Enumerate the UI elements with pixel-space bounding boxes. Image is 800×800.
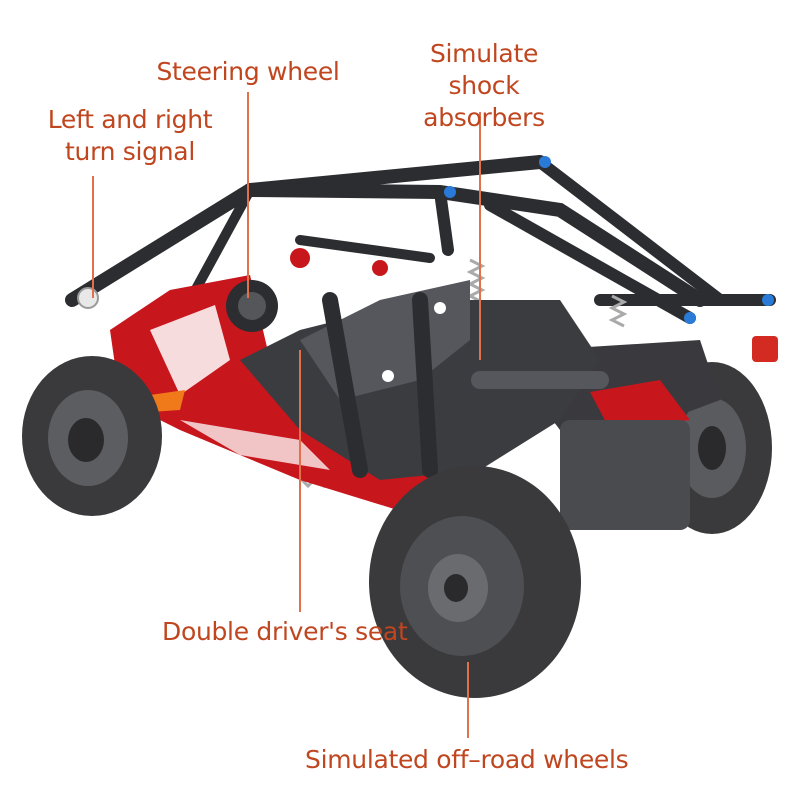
front-left-wheel xyxy=(22,356,162,516)
drivers-seat-label: Double driver's seat xyxy=(162,617,408,646)
callout-lines xyxy=(92,92,481,738)
buggy-body xyxy=(110,275,778,530)
shock-absorbers-label: Simulate shock absorbers xyxy=(423,39,545,132)
turn-signal-label: Left and right turn signal xyxy=(47,105,213,166)
offroad-wheels-label: Simulated off–road wheels xyxy=(305,745,629,774)
roll-cage xyxy=(65,155,776,324)
chassis-frame xyxy=(77,156,774,480)
steering-wheel-label: Steering wheel xyxy=(156,57,340,86)
front-right-wheel xyxy=(369,466,581,698)
